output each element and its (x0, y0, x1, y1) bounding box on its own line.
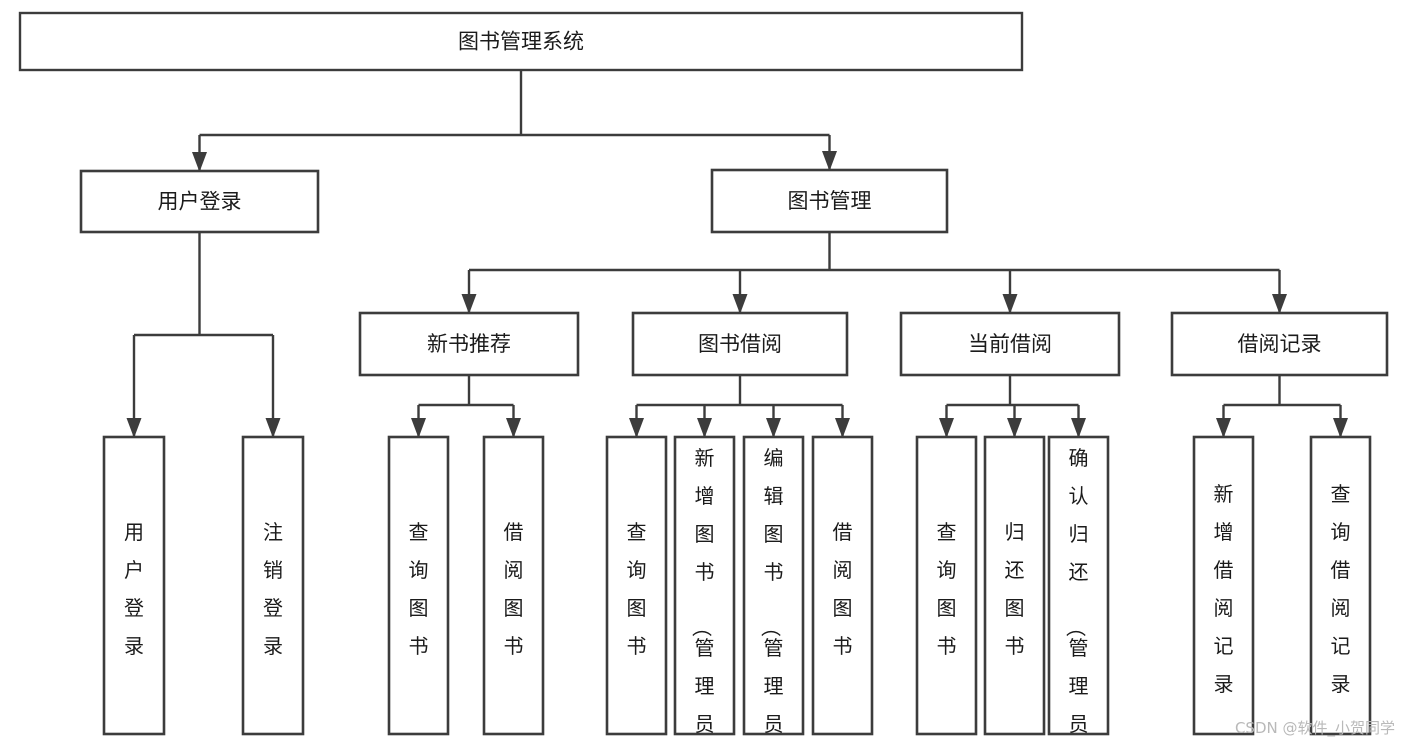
arrow-head-icon (697, 418, 712, 438)
arrow-head-icon (629, 418, 644, 438)
connector-group-book-manage (461, 232, 1287, 314)
connector-group-user-login (126, 232, 281, 438)
node-label: 查询借阅记录 (1331, 482, 1351, 696)
node-box[interactable] (605, 435, 668, 736)
node-label: 查询图书 (937, 520, 957, 658)
arrow-head-icon (1272, 294, 1287, 314)
node-box[interactable] (673, 435, 736, 736)
node-label: 借阅图书 (504, 520, 524, 658)
node-box[interactable] (241, 435, 305, 736)
node-label: 注销登录 (263, 520, 283, 658)
node-leaf-query-book-3[interactable]: 查询图书 (915, 435, 978, 736)
arrow-head-icon (411, 418, 426, 438)
arrow-head-icon (822, 151, 837, 171)
arrow-head-icon (506, 418, 521, 438)
node-label: 新增借阅记录 (1214, 482, 1234, 696)
arrow-head-icon (1216, 418, 1231, 438)
node-box[interactable] (811, 435, 874, 736)
node-leaf-query-book-1[interactable]: 查询图书 (387, 435, 450, 736)
connector-group-book-borrow (629, 375, 850, 438)
node-label: 图书借阅 (698, 332, 782, 356)
connector-group-root (192, 70, 837, 172)
connector-group-current-borrow (939, 375, 1086, 438)
arrow-head-icon (1333, 418, 1348, 438)
node-label: 新书推荐 (427, 332, 511, 356)
node-leaf-user-login[interactable]: 用户登录 (102, 435, 166, 736)
node-user-login[interactable]: 用户登录 (79, 169, 320, 234)
node-root[interactable]: 图书管理系统 (18, 11, 1024, 72)
node-label: 图书管理系统 (458, 30, 584, 54)
node-box[interactable] (18, 11, 1024, 72)
connector-group-new-book-recommend (411, 375, 521, 438)
arrow-head-icon (1071, 418, 1086, 438)
node-label: 图书管理 (788, 189, 872, 213)
node-leaf-add-book[interactable]: 新增图书（管理员） (673, 435, 736, 747)
node-box[interactable] (1192, 435, 1255, 736)
connector-group-borrow-record (1216, 375, 1348, 438)
arrow-head-icon (939, 418, 954, 438)
node-box[interactable] (482, 435, 545, 736)
node-label: 当前借阅 (968, 332, 1052, 356)
node-label: 归还图书 (1005, 520, 1025, 658)
node-leaf-borrow-book-2[interactable]: 借阅图书 (811, 435, 874, 736)
node-layer: 图书管理系统用户登录图书管理新书推荐图书借阅当前借阅借阅记录用户登录注销登录查询… (18, 11, 1389, 747)
node-box[interactable] (983, 435, 1046, 736)
node-box[interactable] (358, 311, 580, 377)
connector-layer (126, 70, 1348, 438)
node-book-borrow[interactable]: 图书借阅 (631, 311, 849, 377)
node-box[interactable] (1309, 435, 1372, 736)
node-label: 借阅记录 (1238, 332, 1322, 356)
node-label: 用户登录 (124, 520, 144, 658)
node-label: 确认归还（管理员） (1064, 446, 1089, 747)
arrow-head-icon (265, 418, 281, 438)
node-box[interactable] (631, 311, 849, 377)
arrow-head-icon (835, 418, 850, 438)
arrow-head-icon (461, 294, 477, 314)
node-label: 新增图书（管理员） (690, 446, 715, 747)
csdn-watermark: CSDN @软件_小贺同学 (1235, 719, 1395, 738)
node-leaf-logout[interactable]: 注销登录 (241, 435, 305, 736)
node-leaf-query-book-2[interactable]: 查询图书 (605, 435, 668, 736)
node-box[interactable] (1047, 435, 1110, 736)
arrow-head-icon (192, 152, 207, 172)
node-book-manage[interactable]: 图书管理 (710, 168, 949, 234)
node-box[interactable] (387, 435, 450, 736)
arrow-head-icon (1002, 294, 1018, 314)
node-box[interactable] (79, 169, 320, 234)
node-box[interactable] (742, 435, 805, 736)
node-current-borrow[interactable]: 当前借阅 (899, 311, 1121, 377)
node-box[interactable] (102, 435, 166, 736)
arrow-head-icon (126, 418, 142, 438)
node-leaf-confirm-return[interactable]: 确认归还（管理员） (1047, 435, 1110, 747)
arrow-head-icon (1007, 418, 1022, 438)
node-box[interactable] (899, 311, 1121, 377)
node-leaf-add-record[interactable]: 新增借阅记录 (1192, 435, 1255, 736)
node-label: 借阅图书 (833, 520, 853, 658)
arrow-head-icon (732, 294, 748, 314)
node-borrow-record[interactable]: 借阅记录 (1170, 311, 1389, 377)
node-box[interactable] (915, 435, 978, 736)
node-box[interactable] (710, 168, 949, 234)
node-label: 编辑图书（管理员） (759, 446, 784, 747)
node-label: 查询图书 (627, 520, 647, 658)
node-box[interactable] (1170, 311, 1389, 377)
node-leaf-edit-book[interactable]: 编辑图书（管理员） (742, 435, 805, 747)
node-leaf-query-record[interactable]: 查询借阅记录 (1309, 435, 1372, 736)
node-leaf-borrow-book-1[interactable]: 借阅图书 (482, 435, 545, 736)
node-label: 用户登录 (158, 190, 242, 214)
node-leaf-return-book[interactable]: 归还图书 (983, 435, 1046, 736)
node-new-book-recommend[interactable]: 新书推荐 (358, 311, 580, 377)
node-label: 查询图书 (409, 520, 429, 658)
arrow-head-icon (766, 418, 781, 438)
